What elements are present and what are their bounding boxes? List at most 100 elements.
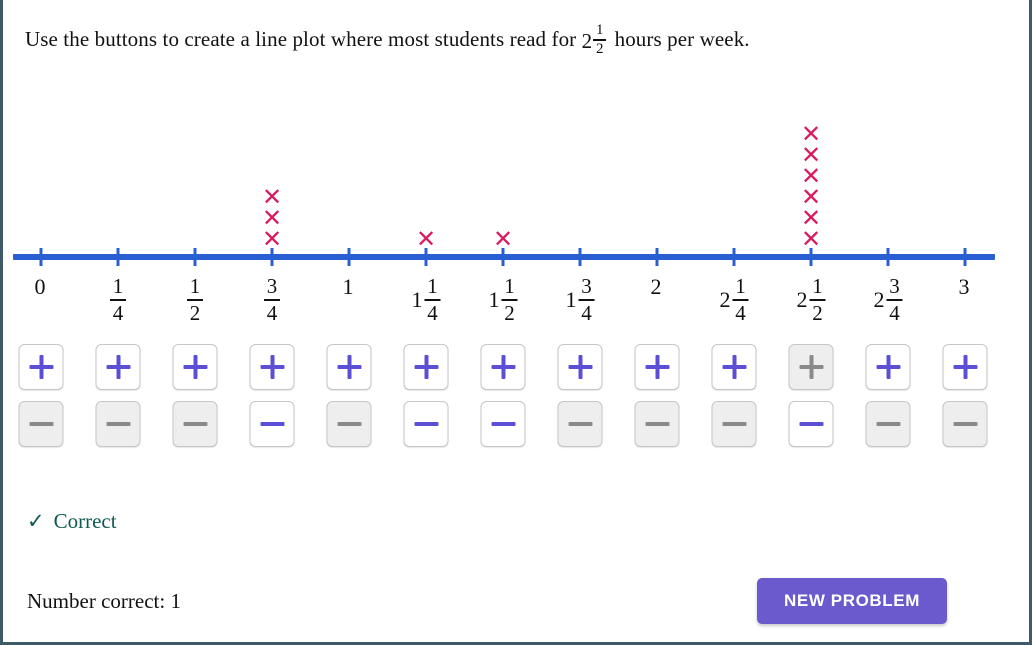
problem-prompt: Use the buttons to create a line plot wh… <box>25 22 750 58</box>
decrement-button-8 <box>634 401 680 447</box>
minus-icon <box>799 422 823 426</box>
tick-whole: 2 <box>719 286 731 312</box>
x-mark: ✕ <box>492 225 514 253</box>
tick-numerator: 3 <box>889 274 900 298</box>
tick-numerator: 1 <box>427 274 438 298</box>
tick-numerator: 1 <box>189 274 201 298</box>
increment-button-10 <box>788 344 834 390</box>
x-mark-stack: ✕ <box>416 227 436 251</box>
tick-denominator: 4 <box>266 300 278 325</box>
prompt-text-before: Use the buttons to create a line plot wh… <box>25 26 577 51</box>
x-mark: ✕ <box>800 162 822 190</box>
decrement-button-6[interactable] <box>480 401 526 447</box>
plus-icon-vertical <box>501 355 505 379</box>
increment-button-2[interactable] <box>172 344 218 390</box>
increment-button-1[interactable] <box>95 344 141 390</box>
decrement-button-5[interactable] <box>403 401 449 447</box>
axis-tick <box>39 248 43 266</box>
tick-denominator: 4 <box>581 300 592 325</box>
axis-tick <box>347 248 351 266</box>
minus-icon <box>183 422 207 426</box>
increment-button-12[interactable] <box>942 344 988 390</box>
score-label: Number correct: <box>27 589 166 613</box>
new-problem-button[interactable]: NEW PROBLEM <box>757 578 947 624</box>
decrement-button-9 <box>711 401 757 447</box>
x-mark: ✕ <box>261 204 283 232</box>
minus-icon <box>29 422 53 426</box>
tick-whole: 0 <box>34 274 46 299</box>
x-mark: ✕ <box>800 204 822 232</box>
axis-tick <box>116 248 120 266</box>
tick-denominator: 4 <box>112 300 124 325</box>
tick-fraction-bar <box>578 299 595 301</box>
plus-icon-vertical <box>39 355 43 379</box>
decrement-button-10[interactable] <box>788 401 834 447</box>
increment-button-8[interactable] <box>634 344 680 390</box>
axis-tick <box>963 248 967 266</box>
tick-numerator: 3 <box>581 274 592 298</box>
tick-whole: 1 <box>342 274 354 299</box>
x-mark: ✕ <box>800 141 822 169</box>
tick-fraction-bar <box>732 299 749 301</box>
decrement-button-7 <box>557 401 603 447</box>
x-mark: ✕ <box>800 120 822 148</box>
tick-fraction-bar <box>424 299 441 301</box>
prompt-mixed-whole: 2 <box>581 28 593 53</box>
minus-icon <box>568 422 592 426</box>
tick-whole: 1 <box>488 286 500 312</box>
prompt-text-after: hours per week. <box>614 26 750 51</box>
tick-fraction-bar <box>264 299 280 301</box>
axis-tick <box>193 248 197 266</box>
axis-tick <box>424 248 428 266</box>
feedback-message: ✓ Correct <box>27 509 117 534</box>
increment-button-0[interactable] <box>18 344 64 390</box>
plus-icon-vertical <box>963 355 967 379</box>
prompt-fraction-numerator: 1 <box>595 22 604 38</box>
check-icon: ✓ <box>27 509 45 533</box>
increment-button-6[interactable] <box>480 344 526 390</box>
tick-denominator: 4 <box>889 300 900 325</box>
tick-whole: 1 <box>565 286 577 312</box>
prompt-fraction-bar <box>593 39 607 41</box>
tick-numerator: 1 <box>504 274 515 298</box>
minus-icon <box>106 422 130 426</box>
tick-whole: 2 <box>873 286 885 312</box>
increment-button-5[interactable] <box>403 344 449 390</box>
plus-icon-vertical <box>116 355 120 379</box>
increment-button-7[interactable] <box>557 344 603 390</box>
increment-button-11[interactable] <box>865 344 911 390</box>
increment-button-4[interactable] <box>326 344 372 390</box>
x-mark-stack: ✕ <box>492 225 514 253</box>
decrement-button-0 <box>18 401 64 447</box>
tick-fraction-bar <box>187 299 203 301</box>
axis-tick <box>501 248 505 266</box>
increment-button-3[interactable] <box>249 344 295 390</box>
prompt-fraction-denominator: 2 <box>595 40 604 57</box>
plus-icon-vertical <box>809 355 813 379</box>
tick-numerator: 1 <box>812 274 823 298</box>
score-value: 1 <box>170 589 181 613</box>
tick-fraction-bar <box>110 299 126 301</box>
tick-denominator: 2 <box>189 300 201 325</box>
decrement-button-3[interactable] <box>249 401 295 447</box>
x-mark: ✕ <box>800 225 822 253</box>
plus-icon-vertical <box>732 355 736 379</box>
increment-button-9[interactable] <box>711 344 757 390</box>
x-mark: ✕ <box>800 183 822 211</box>
plus-icon-vertical <box>347 355 351 379</box>
feedback-text: Correct <box>53 509 117 533</box>
tick-fraction-bar <box>809 299 826 301</box>
axis-tick <box>655 248 659 266</box>
